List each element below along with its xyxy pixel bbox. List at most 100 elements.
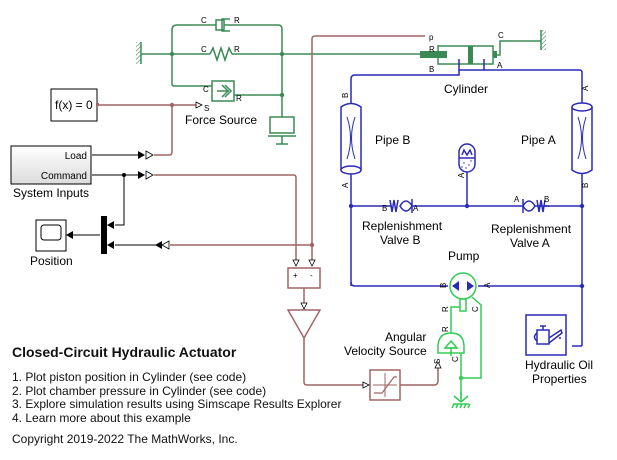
pump-label: Pump: [448, 249, 480, 263]
pump-port-a: A: [483, 282, 492, 288]
pipe-b-label: Pipe B: [375, 133, 410, 147]
hydraulic-oil-label-line1: Hydraulic Oil: [525, 358, 593, 372]
mechanical-network: [136, 18, 546, 145]
model-links: 1. Plot piston position in Cylinder (see…: [12, 370, 342, 425]
cylinder-port-p: p: [429, 33, 434, 42]
saturation-block[interactable]: [369, 369, 401, 401]
rotational-reference-icon: [451, 392, 471, 409]
valve-a-port-left: A: [514, 195, 520, 204]
pump-port-b: B: [439, 283, 448, 288]
valve-b-port-right: A: [413, 204, 419, 213]
damper-icon[interactable]: [213, 18, 240, 32]
system-inputs-port-command: Command: [41, 171, 87, 182]
sum-input-minus-arrow: [308, 259, 316, 267]
damper-port-r: R: [234, 16, 240, 25]
spring-port-c: C: [201, 45, 207, 54]
replenishment-valve-b-icon[interactable]: [389, 199, 413, 213]
valve-b-label-line1: Replenishment: [362, 219, 443, 233]
hydraulic-network: [340, 69, 593, 356]
junction-dot: [279, 51, 285, 57]
simulink-signal-network: [72, 154, 157, 246]
velocity-source-input-arrow: [434, 361, 442, 369]
cylinder-port-b: B: [429, 65, 434, 74]
gain-block[interactable]: [286, 309, 322, 340]
cylinder-label: Cylinder: [444, 82, 488, 96]
link-explore-results[interactable]: 3. Explore simulation results using Sims…: [12, 397, 342, 411]
junction-dot: [579, 283, 585, 289]
copyright-text: Copyright 2019-2022 The MathWorks, Inc.: [12, 432, 238, 446]
force-source-port-s: S: [204, 104, 209, 113]
junction-dot: [579, 203, 585, 209]
junction-dot: [309, 242, 315, 248]
replenishment-valve-a-icon[interactable]: [522, 199, 546, 213]
gain-input-arrow: [300, 302, 308, 310]
valve-b-label-line2: Valve B: [380, 233, 420, 247]
cylinder-port-r: R: [429, 45, 435, 54]
force-source-port-r: R: [236, 94, 242, 103]
system-inputs-port-load: Load: [65, 151, 87, 162]
link-learn-more[interactable]: 4. Learn more about this example: [12, 410, 191, 425]
junction-dot: [279, 92, 285, 98]
accumulator-port-a: A: [457, 172, 466, 178]
simulink-ps-converter-load[interactable]: [138, 150, 154, 160]
sum-input-plus-arrow: [292, 259, 300, 267]
velocity-source-label-line1: Angular: [385, 330, 426, 344]
pipe-b-block[interactable]: [340, 102, 362, 175]
ps-simulink-converter[interactable]: [155, 240, 170, 250]
force-source-block[interactable]: [211, 80, 235, 102]
pipe-b-port-bottom: A: [341, 182, 350, 188]
simulink-ps-converter-command[interactable]: [138, 170, 154, 180]
pipe-a-port-bottom: B: [581, 183, 590, 188]
physical-signal-network: [98, 35, 439, 401]
junction-dot: [122, 173, 126, 177]
angular-velocity-source-block[interactable]: [437, 332, 465, 356]
cylinder-port-a: A: [497, 61, 503, 70]
hydraulic-oil-properties-block[interactable]: [525, 314, 567, 356]
mechanical-reference-right-icon: [540, 30, 546, 50]
valve-b-port-left: B: [382, 204, 387, 213]
accumulator-icon[interactable]: [458, 143, 476, 173]
pump-port-c: C: [471, 306, 480, 312]
mechanical-reference-left-icon: [136, 42, 142, 64]
junction-dot: [464, 203, 470, 209]
valve-a-label-line2: Valve A: [510, 236, 550, 250]
system-inputs-label: System Inputs: [13, 186, 89, 200]
velocity-source-label-line2: Velocity Source: [344, 344, 427, 358]
link-plot-piston-position[interactable]: 1. Plot piston position in Cylinder (see…: [12, 370, 247, 384]
spring-port-r: R: [234, 45, 240, 54]
hydraulic-oil-label-line2: Properties: [532, 372, 587, 386]
link-plot-chamber-pressure[interactable]: 2. Plot chamber pressure in Cylinder (se…: [12, 383, 267, 398]
cylinder-block[interactable]: [420, 45, 497, 71]
pump-block[interactable]: [449, 272, 477, 312]
system-inputs-block[interactable]: Load Command: [10, 145, 92, 185]
junction-dot: [458, 375, 464, 381]
pipe-a-label: Pipe A: [521, 133, 556, 147]
velocity-source-port-s: S: [433, 359, 442, 364]
valve-a-port-right: B: [544, 195, 549, 204]
junction-dot: [348, 203, 354, 209]
cylinder-port-c: C: [498, 31, 504, 40]
position-label: Position: [30, 254, 73, 268]
velocity-source-port-r: R: [441, 326, 450, 332]
solver-configuration-block[interactable]: f(x) = 0: [50, 88, 99, 122]
spring-icon[interactable]: [172, 45, 282, 63]
force-source-port-c: C: [203, 85, 209, 94]
mass-icon[interactable]: [268, 116, 296, 145]
fx-text: f(x) = 0: [55, 98, 93, 112]
damper-port-c: C: [201, 16, 207, 25]
junction-dot: [169, 102, 175, 108]
velocity-source-port-c: C: [451, 356, 460, 362]
pump-port-r: R: [441, 306, 450, 312]
mux-block[interactable]: [101, 216, 114, 254]
rotational-network: [437, 272, 482, 409]
junction-dot: [169, 51, 175, 57]
saturation-input-arrow: [362, 381, 370, 389]
force-source-label: Force Source: [185, 113, 257, 127]
model-title: Closed-Circuit Hydraulic Actuator: [12, 344, 237, 360]
pipe-a-block[interactable]: [571, 102, 593, 175]
sum-sign-plus: +: [293, 271, 298, 280]
position-scope-block[interactable]: [35, 219, 73, 252]
sum-sign-minus: -: [310, 271, 313, 280]
valve-a-label-line1: Replenishment: [491, 222, 572, 236]
